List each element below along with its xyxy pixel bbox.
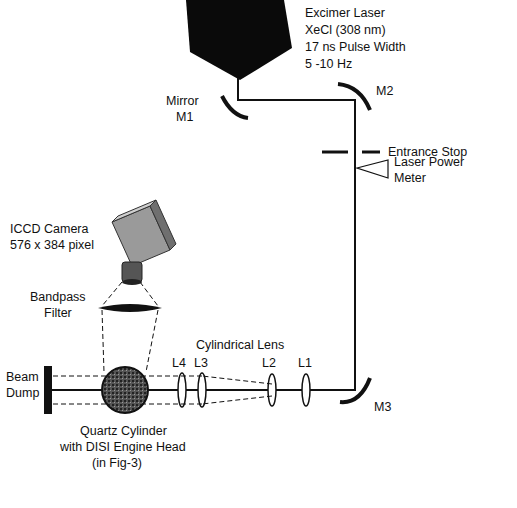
part-label: Quartz Cylinder bbox=[80, 424, 167, 439]
imaging-cone bbox=[102, 282, 158, 372]
power-meter bbox=[357, 160, 388, 178]
iccd-camera bbox=[112, 200, 176, 285]
part-label: Filter bbox=[44, 306, 72, 321]
lens-l2 bbox=[268, 374, 276, 406]
part-label: M3 bbox=[374, 400, 391, 415]
mirror-m2 bbox=[338, 84, 370, 110]
bandpass-filter bbox=[98, 304, 162, 312]
beam-dump bbox=[44, 366, 52, 414]
part-label: L1 bbox=[298, 356, 312, 371]
part-label: 17 ns Pulse Width bbox=[305, 40, 406, 55]
part-label: Dump bbox=[6, 386, 39, 401]
part-label: L2 bbox=[262, 356, 276, 371]
part-label: XeCl (308 nm) bbox=[305, 23, 386, 38]
part-label: Excimer Laser bbox=[305, 6, 385, 21]
part-label: Cylindrical Lens bbox=[196, 338, 284, 353]
lens-l4 bbox=[178, 373, 186, 407]
part-label: Mirror bbox=[166, 94, 199, 109]
entrance-stop bbox=[362, 151, 380, 154]
quartz-cylinder bbox=[102, 367, 148, 413]
laser-beam bbox=[52, 78, 355, 390]
part-label: Bandpass bbox=[30, 290, 86, 305]
entrance-stop bbox=[322, 151, 348, 154]
light-sheet bbox=[52, 376, 272, 404]
part-label: L4 bbox=[172, 356, 186, 371]
mirror-m3 bbox=[340, 378, 370, 402]
mirror-m1 bbox=[222, 96, 248, 118]
part-label: 5 -10 Hz bbox=[305, 57, 352, 72]
part-label: Beam bbox=[6, 370, 39, 385]
part-label: (in Fig-3) bbox=[92, 456, 142, 471]
part-label: M2 bbox=[376, 84, 393, 99]
lens-l1 bbox=[302, 374, 310, 406]
part-label: with DISI Engine Head bbox=[60, 440, 186, 455]
part-label: ICCD Camera bbox=[10, 222, 89, 237]
part-label: L3 bbox=[194, 356, 208, 371]
part-label: Meter bbox=[394, 171, 426, 186]
part-label: Laser Power bbox=[394, 155, 464, 170]
part-label: M1 bbox=[176, 110, 193, 125]
part-label: 576 x 384 pixel bbox=[10, 238, 94, 253]
excimer-laser bbox=[186, 0, 292, 80]
lens-l3 bbox=[198, 373, 206, 407]
